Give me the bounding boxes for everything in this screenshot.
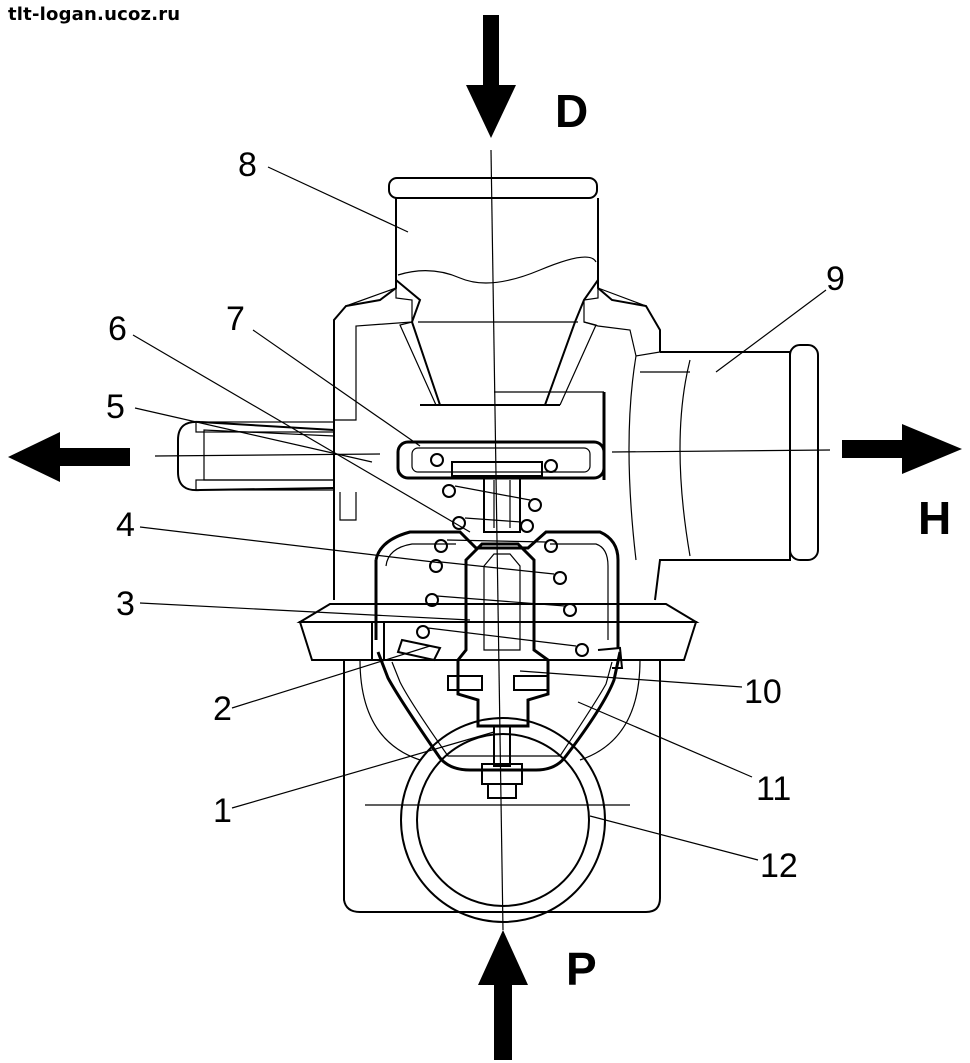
callout-3: 3 <box>116 585 135 623</box>
flow-letters: D H P <box>555 85 951 995</box>
callout-10: 10 <box>744 673 782 711</box>
callout-5: 5 <box>106 388 125 426</box>
callout-9: 9 <box>826 260 845 298</box>
label-h: H <box>918 492 951 544</box>
label-d: D <box>555 85 588 137</box>
callout-6: 6 <box>108 310 127 348</box>
housing <box>177 177 819 923</box>
axis-lines <box>154 149 831 931</box>
callout-4: 4 <box>116 506 135 544</box>
callout-12: 12 <box>760 847 798 885</box>
callout-1: 1 <box>213 792 232 830</box>
leader-lines <box>132 166 827 861</box>
callout-numbers: 1 2 3 4 5 6 7 8 9 10 11 12 <box>106 146 845 885</box>
watermark-text: tlt-logan.ucoz.ru <box>8 4 181 25</box>
callout-11: 11 <box>756 770 791 808</box>
arrow-d-inlet <box>466 15 516 138</box>
arrow-h-outlet <box>842 424 962 474</box>
arrow-left-outlet <box>8 432 130 482</box>
callout-8: 8 <box>238 146 257 184</box>
arrow-p-inlet <box>478 930 528 1060</box>
thermostat-element <box>371 440 624 799</box>
callout-7: 7 <box>226 300 245 338</box>
label-p: P <box>566 943 597 995</box>
callout-2: 2 <box>213 690 232 728</box>
